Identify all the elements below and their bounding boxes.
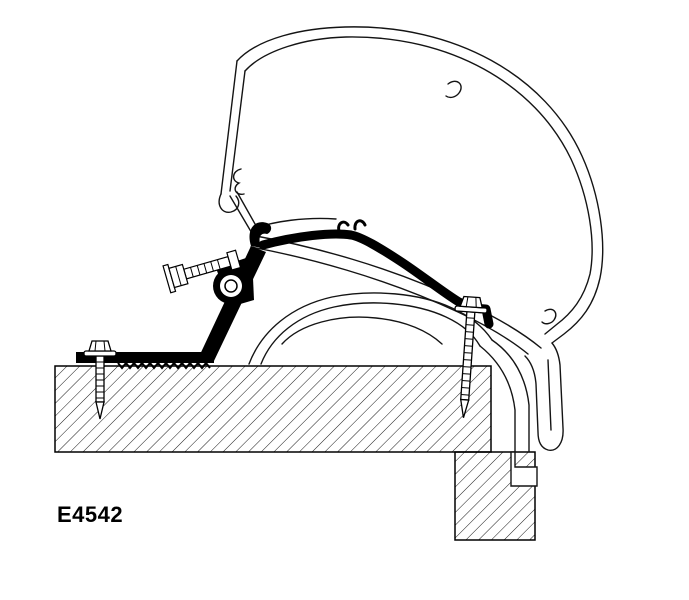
- part-number-label: E4542: [57, 502, 124, 527]
- roof-mounting-screw-right: [454, 295, 488, 418]
- roof-mounting-screw-left: [83, 340, 117, 420]
- vehicle-roof-cross-section: [54, 365, 536, 541]
- vehicle-wall-cross-section: [454, 451, 536, 541]
- clamp-bolt: [162, 249, 242, 294]
- adapter-rail-bracket: [76, 219, 494, 370]
